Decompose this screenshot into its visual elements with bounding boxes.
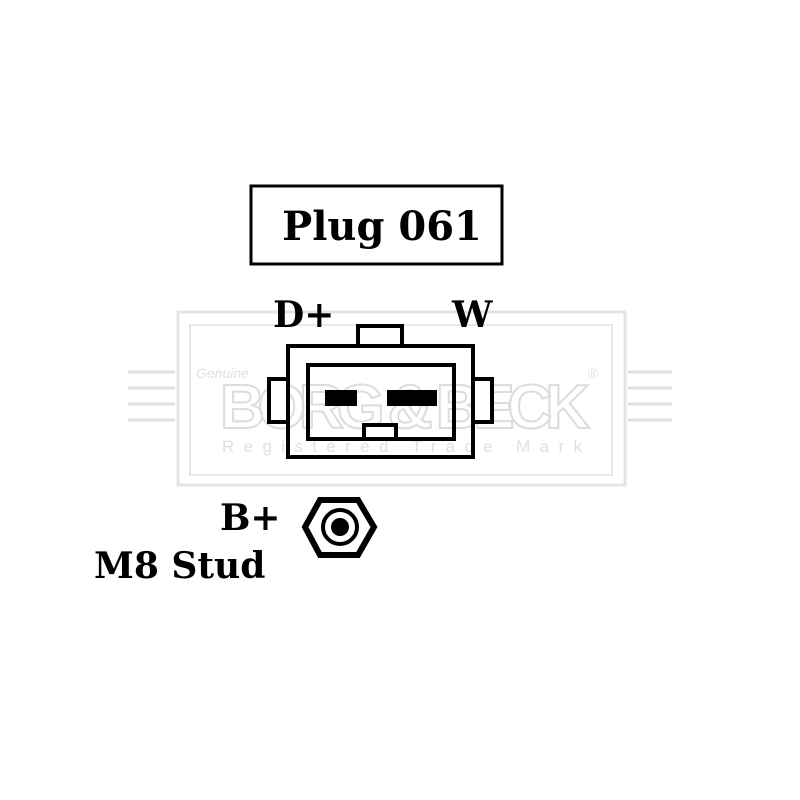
stud-nut-icon: [301, 497, 378, 558]
connector-plug: [267, 324, 494, 459]
plug-title: Plug 061: [282, 203, 482, 250]
pin-d-plus: [325, 390, 357, 406]
connector-key-notch: [362, 423, 398, 441]
watermark-script: Genuine: [196, 365, 249, 381]
watermark-lines: [128, 370, 672, 422]
watermark-registered: ®: [588, 365, 599, 381]
connector-body: [286, 344, 475, 459]
label-m8-stud: M8 Stud: [94, 545, 265, 587]
watermark-outer-frame: [176, 310, 627, 487]
connector-left-tab: [267, 377, 290, 424]
connector-top-tab: [356, 324, 404, 348]
title-box: [249, 184, 504, 266]
label-b-plus: B+: [220, 497, 281, 539]
label-d-plus: D+: [273, 294, 334, 336]
pin-w: [387, 390, 437, 406]
connector-right-tab: [471, 377, 494, 424]
label-w: W: [451, 294, 493, 336]
